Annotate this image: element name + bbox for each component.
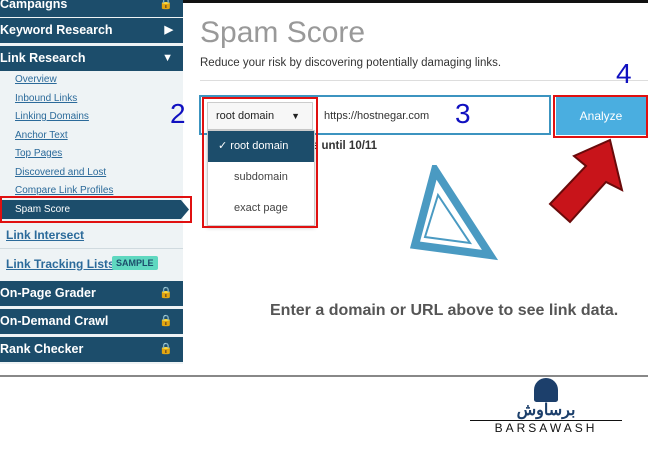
sidebar-item-on-page[interactable]: On-Page Grader 🔒 bbox=[0, 281, 183, 306]
option-root-domain[interactable]: ✓ root domain bbox=[208, 131, 314, 162]
sidebar-item-campaigns[interactable]: Campaigns 🔒 bbox=[0, 0, 183, 17]
scope-select[interactable]: root domain ▼ bbox=[207, 102, 313, 130]
sidebar-item-keyword-research[interactable]: Keyword Research ▶ bbox=[0, 18, 183, 43]
option-subdomain[interactable]: subdomain bbox=[234, 171, 288, 183]
sidebar-sub-inbound-links[interactable]: Inbound Links bbox=[15, 93, 78, 104]
logo-persian: برساوش bbox=[516, 402, 576, 419]
sidebar-item-on-demand[interactable]: On-Demand Crawl 🔒 bbox=[0, 309, 183, 334]
divider bbox=[0, 375, 648, 377]
logo-emblem-icon bbox=[534, 378, 558, 402]
chevron-right-icon: ▶ bbox=[164, 24, 173, 36]
check-icon: ✓ bbox=[218, 140, 231, 152]
sidebar-link-intersect[interactable]: Link Intersect bbox=[6, 228, 85, 242]
lock-icon: 🔒 bbox=[159, 315, 173, 327]
sidebar-sub-compare[interactable]: Compare Link Profiles bbox=[15, 185, 114, 196]
annotation-box bbox=[202, 97, 318, 228]
sidebar-sub-discovered-lost[interactable]: Discovered and Lost bbox=[15, 167, 107, 178]
label: On-Page Grader bbox=[0, 286, 96, 300]
brand-logo: برساوش BARSAWASH bbox=[470, 378, 622, 444]
empty-state-message: Enter a domain or URL above to see link … bbox=[270, 302, 619, 319]
red-arrow-icon bbox=[548, 138, 624, 224]
divider bbox=[0, 248, 183, 249]
triangle-illustration-icon bbox=[410, 165, 499, 261]
select-value: root domain bbox=[216, 110, 275, 122]
sidebar: Campaigns 🔒 Keyword Research ▶ Link Resear… bbox=[0, 0, 189, 364]
sample-badge: SAMPLE bbox=[112, 256, 158, 270]
lock-icon: 🔒 bbox=[159, 343, 173, 355]
url-input[interactable] bbox=[318, 102, 543, 130]
annotation-box bbox=[553, 95, 648, 138]
sidebar-sub-linking-domains[interactable]: Linking Domains bbox=[15, 111, 89, 122]
sidebar-sub-overview[interactable]: Overview bbox=[15, 74, 57, 85]
option-exact-page[interactable]: exact page bbox=[234, 202, 288, 214]
annotation-number: 2 bbox=[170, 98, 186, 129]
scope-dropdown: ✓ root domain subdomain exact page bbox=[207, 130, 315, 226]
lock-icon: 🔒 bbox=[159, 0, 173, 10]
lock-icon: 🔒 bbox=[159, 287, 173, 299]
sidebar-item-link-research[interactable]: Link Research ▼ bbox=[0, 46, 183, 71]
page-subtitle: Reduce your risk by discovering potentia… bbox=[200, 57, 502, 69]
annotation-box bbox=[0, 196, 192, 223]
label: On-Demand Crawl bbox=[0, 314, 109, 328]
label: Link Research bbox=[0, 51, 86, 65]
sidebar-sub-anchor-text[interactable]: Anchor Text bbox=[15, 130, 68, 141]
logo-latin: BARSAWASH bbox=[470, 420, 622, 435]
availability-text: Spam Score available until 10/11 bbox=[301, 140, 378, 152]
label: Campaigns bbox=[0, 0, 68, 11]
page-title: Spam Score bbox=[200, 16, 366, 49]
sidebar-item-rank-checker[interactable]: Rank Checker 🔒 bbox=[0, 337, 183, 362]
analyze-button[interactable]: Analyze bbox=[556, 97, 646, 135]
divider bbox=[200, 80, 648, 81]
sidebar-sub-top-pages[interactable]: Top Pages bbox=[15, 148, 63, 159]
annotation-number: 3 bbox=[455, 98, 471, 129]
sidebar-sub-spam-score[interactable]: Spam Score bbox=[0, 200, 189, 219]
label: Keyword Research bbox=[0, 23, 113, 37]
chevron-down-icon: ▼ bbox=[162, 52, 173, 64]
top-border bbox=[0, 0, 648, 3]
label: Rank Checker bbox=[0, 342, 84, 356]
sidebar-link-tracking[interactable]: Link Tracking Lists bbox=[6, 257, 115, 271]
caret-down-icon: ▼ bbox=[291, 111, 300, 121]
annotation-number: 4 bbox=[616, 58, 632, 89]
